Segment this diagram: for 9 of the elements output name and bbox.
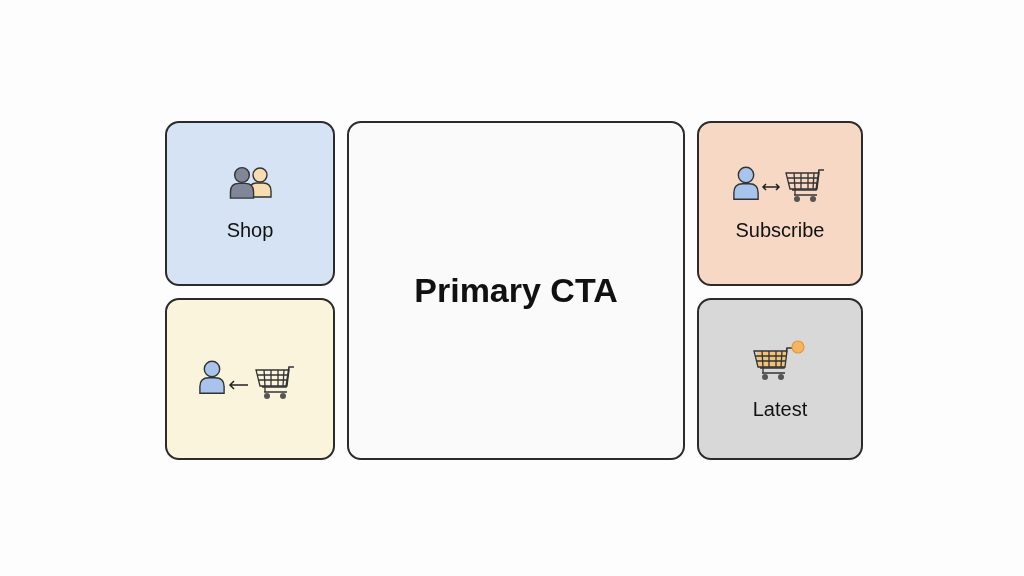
tile-label: Shop bbox=[226, 219, 274, 242]
tile-label: Latest bbox=[752, 397, 808, 421]
feature-tile bbox=[697, 121, 863, 286]
feature-tile bbox=[165, 298, 335, 460]
feature-tile bbox=[165, 121, 335, 286]
tile-label: Subscribe bbox=[735, 219, 825, 242]
feature-tile bbox=[697, 298, 863, 460]
heading-text: Primary CTA bbox=[414, 271, 618, 310]
primary-tile bbox=[347, 121, 685, 460]
